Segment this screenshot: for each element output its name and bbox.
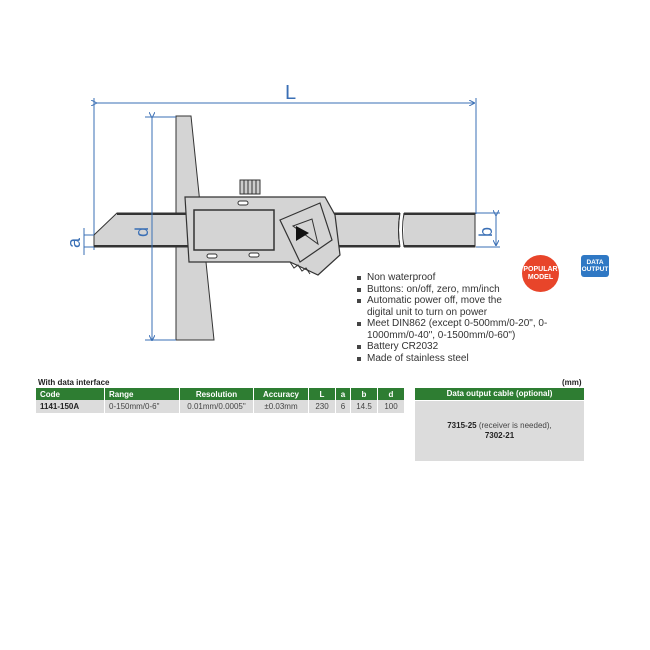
feature-item: Automatic power off, move the digital un… [357, 295, 517, 318]
feature-item: Made of stainless steel [357, 353, 552, 365]
feature-item: Battery CR2032 [357, 341, 552, 353]
col-d: d [377, 388, 405, 400]
col-L: L [308, 388, 336, 400]
cell-range: 0-150mm/0-6" [104, 400, 180, 413]
cable-part-1-note: (receiver is needed), [476, 421, 552, 430]
cell-resolution: 0.01mm/0.0005" [179, 400, 254, 413]
col-b: b [350, 388, 378, 400]
col-a: a [335, 388, 351, 400]
svg-text:L: L [285, 82, 296, 104]
svg-text:d: d [132, 227, 152, 237]
table-row: 1141-150A 0-150mm/0-6" 0.01mm/0.0005" ±0… [36, 400, 405, 413]
dimension-a: a [64, 228, 94, 255]
cell-d: 100 [377, 400, 405, 413]
col-resolution: Resolution [179, 388, 254, 400]
dimension-L: L [94, 82, 477, 250]
feature-item: Buttons: on/off, zero, mm/inch [357, 284, 552, 296]
col-accuracy: Accuracy [253, 388, 309, 400]
table-caption: With data interface [38, 378, 110, 387]
cable-header: Data output cable (optional) [415, 388, 584, 400]
digital-unit [184, 179, 341, 276]
cable-part-2: 7302-21 [484, 431, 515, 440]
col-range: Range [104, 388, 180, 400]
depth-gauge-diagram: L d a b [64, 82, 500, 380]
feature-item: Meet DIN862 (except 0-500mm/0-20", 0-100… [357, 318, 552, 341]
unit-label: (mm) [562, 378, 582, 387]
cable-part-1: 7315-25 [447, 421, 477, 430]
cell-b: 14.5 [350, 400, 378, 413]
cell-a: 6 [335, 400, 351, 413]
cell-code: 1141-150A [36, 400, 105, 413]
cell-accuracy: ±0.03mm [253, 400, 309, 413]
table-header-row: Code Range Resolution Accuracy L a b d [36, 388, 405, 400]
cell-L: 230 [308, 400, 336, 413]
spec-table: Code Range Resolution Accuracy L a b d 1… [36, 388, 405, 413]
feature-list: Non waterproof Buttons: on/off, zero, mm… [357, 272, 552, 364]
svg-text:b: b [476, 227, 496, 237]
dimension-b: b [476, 213, 500, 248]
col-code: Code [36, 388, 105, 400]
cable-info: 7315-25 (receiver is needed), 7302-21 [415, 401, 584, 461]
svg-text:a: a [64, 237, 84, 248]
feature-item: Non waterproof [357, 272, 552, 284]
dimension-d: d [132, 117, 176, 340]
